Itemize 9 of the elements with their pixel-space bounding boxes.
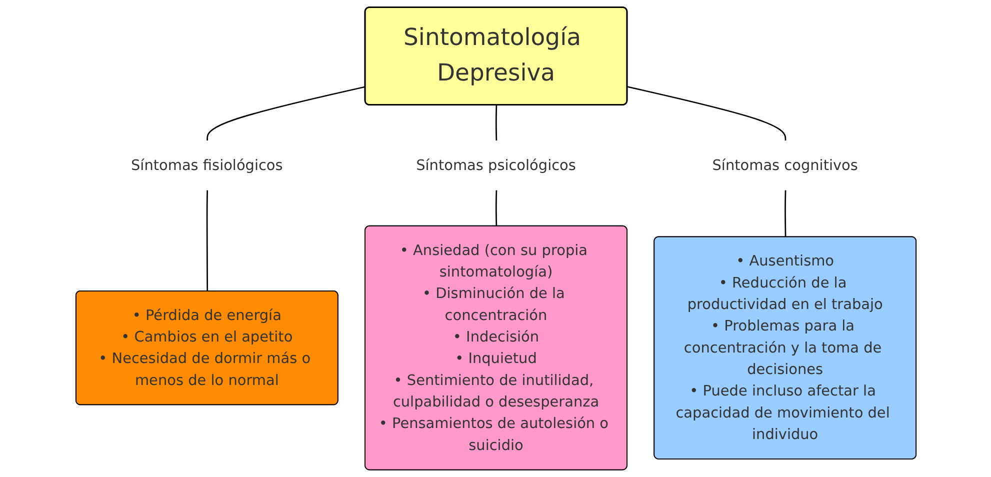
node-text: Síntomas fisiológicos: [130, 156, 282, 174]
node-text: Síntomas cognitivos: [712, 156, 858, 174]
connector: [206, 190, 208, 292]
connector: [494, 190, 497, 226]
connector: [626, 86, 786, 142]
connector: [494, 105, 497, 142]
connector: [784, 190, 786, 238]
connector: [206, 86, 366, 142]
node-text: Síntomas psicológicos: [416, 156, 576, 174]
